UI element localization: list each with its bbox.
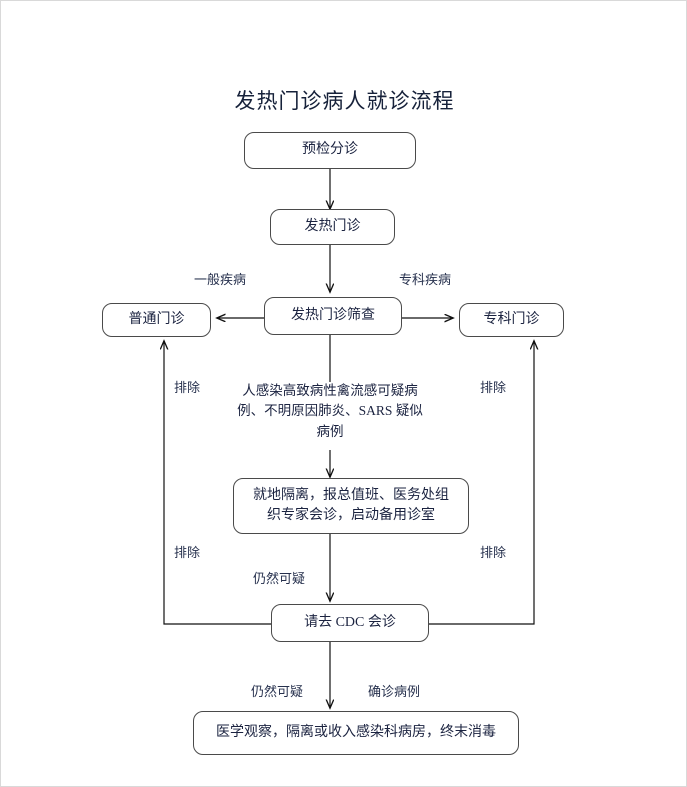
label-general-disease: 一般疾病	[194, 272, 247, 287]
node-final-action[interactable]: 医学观察，隔离或收入感染科病房，终末消毒	[193, 711, 519, 755]
label-still-suspect-upper: 仍然可疑	[253, 571, 306, 586]
label-specialist-disease: 专科疾病	[399, 272, 452, 287]
suspect-case-line-3: 病例	[316, 423, 344, 439]
node-fever-screening[interactable]: 发热门诊筛查	[264, 297, 402, 335]
node-isolation[interactable]: 就地隔离，报总值班、医务处组织专家会诊，启动备用诊室	[233, 478, 469, 534]
label-exclude-left-lower: 排除	[174, 545, 201, 560]
label-confirmed-case: 确诊病例	[368, 684, 421, 699]
node-fever-clinic[interactable]: 发热门诊	[270, 209, 395, 245]
page-title: 发热门诊病人就诊流程	[234, 89, 455, 113]
label-exclude-right-lower: 排除	[480, 545, 507, 560]
label-exclude-right-upper: 排除	[480, 380, 507, 395]
node-specialist-clinic[interactable]: 专科门诊	[459, 303, 564, 337]
edge-exclude-right-return	[429, 341, 534, 625]
node-triage[interactable]: 预检分诊	[244, 132, 416, 169]
label-exclude-left-upper: 排除	[174, 380, 201, 395]
edge-exclude-left-return	[164, 341, 271, 625]
node-cdc-consult[interactable]: 请去 CDC 会诊	[271, 604, 429, 642]
suspect-case-line-1: 人感染高致病性禽流感可疑病	[242, 383, 418, 398]
suspect-case-criteria: 人感染高致病性禽流感可疑病 例、不明原因肺炎、SARS 疑似 病例	[235, 381, 425, 442]
node-general-clinic[interactable]: 普通门诊	[102, 303, 211, 337]
label-still-suspect-lower: 仍然可疑	[251, 684, 304, 699]
suspect-case-line-2: 例、不明原因肺炎、SARS 疑似	[237, 403, 423, 419]
